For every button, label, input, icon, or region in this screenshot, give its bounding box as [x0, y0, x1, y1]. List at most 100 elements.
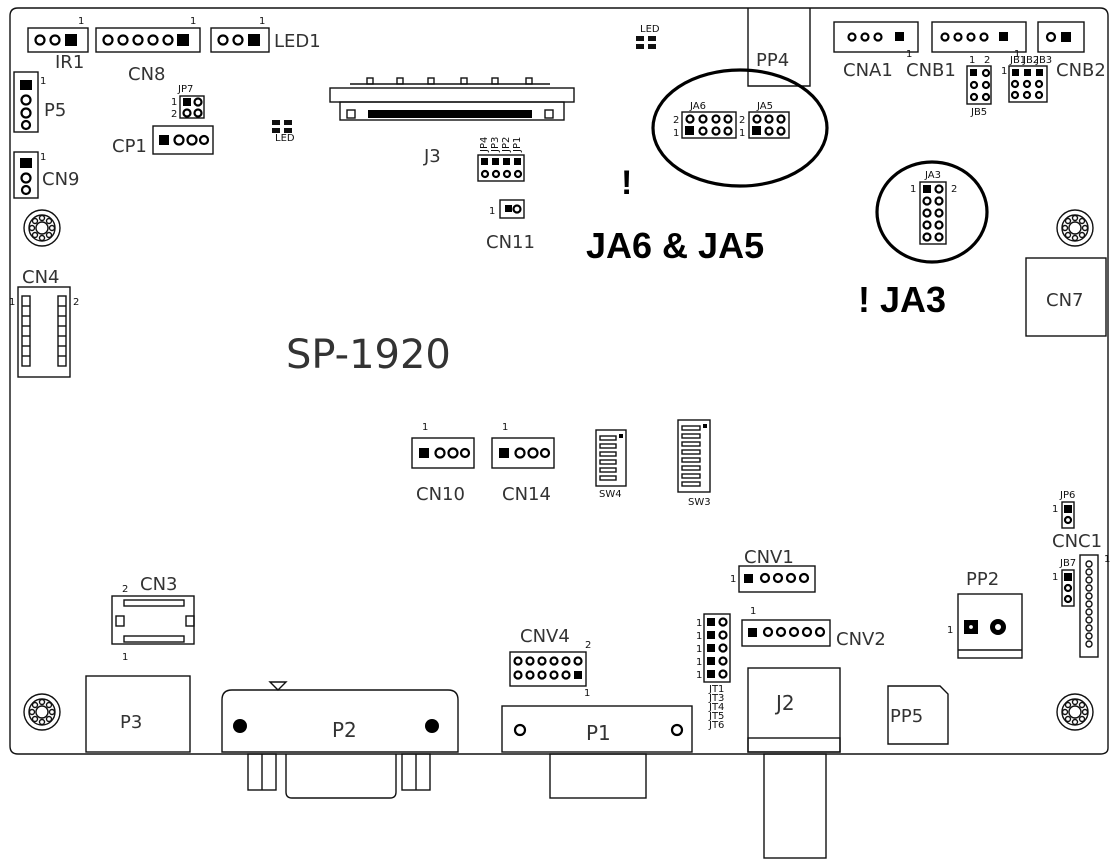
cn4-connector: CN4 1 2 — [9, 267, 79, 378]
svg-text:JT6: JT6 — [708, 720, 724, 731]
svg-text:1: 1 — [190, 16, 196, 27]
p1-label: P1 — [586, 721, 611, 745]
p5-connector: 1 P5 — [13, 71, 66, 133]
cn11-connector: 1 CN11 — [486, 199, 535, 253]
pp4-connector: PP4 — [747, 8, 811, 87]
pp5-connector: PP5 — [887, 685, 949, 745]
ja3-highlight-circle — [875, 160, 989, 264]
cn10-connector: 1 CN10 — [411, 422, 475, 505]
ja3-jumper: JA3 1 2 — [910, 170, 957, 245]
ja6-ja5-highlight-circle — [651, 68, 829, 188]
cn11-label: CN11 — [486, 232, 535, 253]
pp2-connector: PP2 1 — [947, 569, 1023, 659]
p5-label: P5 — [44, 100, 66, 121]
svg-text:LED: LED — [640, 24, 660, 35]
pp2-label: PP2 — [966, 569, 999, 590]
svg-text:JP3: JP3 — [490, 137, 501, 153]
mounting-hole-bottom-right — [1056, 693, 1094, 731]
cn7-connector: CN7 — [1025, 257, 1107, 337]
pp5-label: PP5 — [890, 706, 923, 727]
svg-text:1: 1 — [171, 97, 177, 108]
svg-text:JT5: JT5 — [708, 711, 724, 722]
jb5-jumper: 1 2 JB5 — [966, 55, 992, 118]
j2-connector: J2 — [747, 667, 841, 859]
j3-label: J3 — [423, 146, 441, 167]
svg-text:JB5: JB5 — [970, 107, 987, 118]
jp7-jumper: JP7 1 2 — [171, 84, 205, 120]
svg-text:2: 2 — [73, 297, 79, 308]
cn14-label: CN14 — [502, 484, 551, 505]
led-smd-left: LED — [272, 120, 295, 144]
svg-text:1: 1 — [910, 184, 916, 195]
cn9-label: CN9 — [42, 169, 80, 190]
ja5-jumper: JA5 2 1 — [739, 101, 790, 139]
svg-text:JT3: JT3 — [708, 693, 724, 704]
svg-text:1: 1 — [696, 657, 702, 668]
svg-text:1: 1 — [9, 297, 15, 308]
svg-text:1: 1 — [502, 422, 508, 433]
p3-connector: P3 — [85, 675, 191, 753]
svg-text:JP6: JP6 — [1059, 490, 1075, 501]
svg-text:1: 1 — [750, 606, 756, 617]
svg-text:JP1: JP1 — [512, 137, 523, 153]
svg-text:JT1: JT1 — [708, 684, 724, 695]
p2-label: P2 — [332, 718, 357, 742]
cna1-label: CNA1 — [843, 60, 893, 81]
svg-text:2: 2 — [739, 115, 745, 126]
svg-text:1: 1 — [969, 55, 975, 66]
j3-connector: J3 — [329, 77, 575, 167]
svg-text:1: 1 — [696, 618, 702, 629]
jp6-jumper: JP6 1 — [1052, 490, 1075, 529]
svg-text:2: 2 — [171, 109, 177, 120]
svg-text:1: 1 — [947, 625, 953, 636]
sw4-switch: SW4 — [595, 429, 627, 500]
cnv1-label: CNV1 — [744, 547, 794, 568]
cnb2-connector: CNB2 — [1037, 21, 1106, 81]
svg-text:1: 1 — [1104, 554, 1110, 565]
svg-text:JB3: JB3 — [1035, 55, 1052, 66]
svg-text:JA3: JA3 — [924, 170, 941, 181]
jp1-jp4-jumpers: JP4 JP3 JP2 JP1 — [477, 137, 525, 182]
svg-text:1: 1 — [259, 16, 265, 27]
cp1-label: CP1 — [112, 136, 147, 157]
svg-text:2: 2 — [673, 115, 679, 126]
cn3-label: CN3 — [140, 574, 178, 595]
mounting-hole-top-right — [1056, 209, 1094, 247]
svg-text:JB2: JB2 — [1022, 55, 1039, 66]
svg-text:1: 1 — [584, 688, 590, 699]
svg-text:LED: LED — [275, 133, 295, 144]
svg-text:JB7: JB7 — [1059, 558, 1076, 569]
svg-text:JT4: JT4 — [708, 702, 724, 713]
svg-text:1: 1 — [40, 152, 46, 163]
svg-text:JA5: JA5 — [756, 101, 773, 112]
pp4-label: PP4 — [756, 50, 789, 71]
cn8-connector: 1 CN8 — [95, 16, 201, 85]
p3-label: P3 — [120, 712, 142, 733]
mounting-hole-top-left — [23, 209, 61, 247]
svg-text:1: 1 — [696, 670, 702, 681]
cna1-connector: 1 CNA1 — [833, 21, 919, 81]
cnb2-label: CNB2 — [1056, 60, 1106, 81]
ja3-marker: ! — [858, 279, 870, 320]
board-model-name: SP-1920 — [286, 332, 451, 378]
svg-text:2: 2 — [585, 640, 591, 651]
svg-text:JB1: JB1 — [1009, 55, 1026, 66]
svg-text:1: 1 — [1001, 66, 1007, 77]
ir1-label: IR1 — [55, 52, 84, 73]
svg-text:2: 2 — [984, 55, 990, 66]
svg-text:1: 1 — [696, 644, 702, 655]
cn4-label: CN4 — [22, 267, 60, 288]
cn3-connector: 2 CN3 1 — [111, 574, 195, 663]
ir1-connector: 1 IR1 — [27, 16, 89, 73]
jt-jumpers: 1 1 1 1 1 JT1 JT3 JT4 JT5 JT6 — [696, 613, 731, 731]
led1-label: LED1 — [274, 31, 321, 52]
svg-text:1: 1 — [1052, 572, 1058, 583]
svg-text:2: 2 — [951, 184, 957, 195]
cnv4-connector: CNV4 2 1 — [509, 626, 591, 699]
board-outline — [9, 7, 1109, 755]
mounting-hole-bottom-left — [23, 693, 61, 731]
ja6-ja5-callout: JA6 & JA5 — [586, 225, 764, 266]
cnv2-label: CNV2 — [836, 629, 886, 650]
ja6-jumper: JA6 2 1 — [673, 101, 737, 139]
